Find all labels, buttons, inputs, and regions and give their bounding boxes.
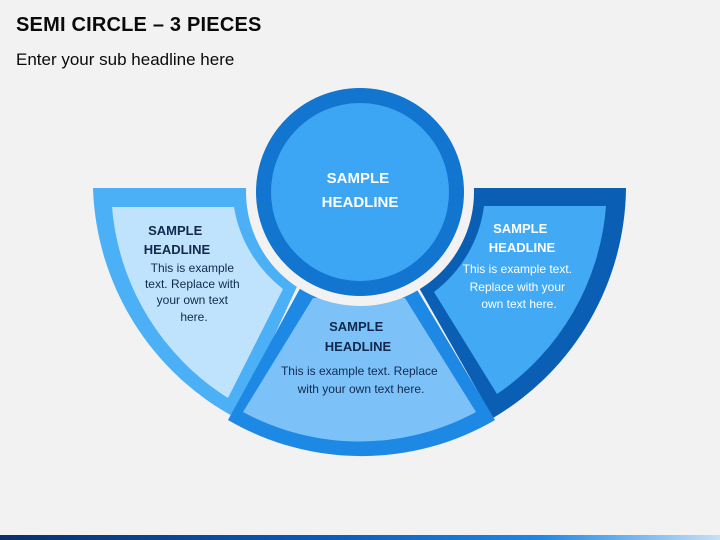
svg-text:SAMPLE HEADLINE: SAMPLE HEADLINE (489, 221, 556, 255)
svg-text:SAMPLE HEADLINE: SAMPLE HEADLINE (325, 319, 392, 354)
slide-subtitle: Enter your sub headline here (16, 50, 235, 69)
slide-title: SEMI CIRCLE – 3 PIECES (16, 14, 262, 36)
left-body-line2: text. Replace with (145, 277, 240, 291)
right-headline-line1: SAMPLE (493, 221, 548, 236)
center-headline-line2: HEADLINE (322, 194, 399, 211)
bottom-accent-bar (0, 535, 720, 540)
center-headline-line1: SAMPLE (327, 170, 390, 187)
middle-headline-line1: SAMPLE (329, 319, 384, 334)
middle-piece-inner (243, 298, 476, 442)
right-body-line1: This is example text. (463, 262, 572, 276)
center-circle: SAMPLE HEADLINE (246, 78, 474, 306)
svg-text:SAMPLE HEADLINE: SAMPLE HEADLINE (322, 170, 399, 211)
left-headline-line2: HEADLINE (144, 242, 211, 257)
right-piece-inner (434, 206, 606, 394)
right-headline-line2: HEADLINE (489, 240, 556, 255)
left-body-line3: your own text (157, 293, 229, 307)
left-body-line4: here. (180, 310, 207, 324)
right-body-line3: own text here. (481, 297, 556, 311)
svg-text:This is example text.: This is example text. Replace with your … (145, 261, 243, 324)
svg-text:This is example text. Replace: This is example text. Replace with your … (281, 364, 441, 396)
middle-body-line2: with your own text here. (297, 382, 425, 396)
svg-text:This is example text.: This is example text. Replace with your … (463, 262, 576, 311)
right-piece: SAMPLE HEADLINE This is example text. Re… (418, 188, 626, 418)
middle-piece: SAMPLE HEADLINE This is example text. Re… (228, 283, 495, 457)
middle-headline-line2: HEADLINE (325, 339, 392, 354)
middle-body-line1: This is example text. Replace (281, 364, 438, 378)
left-headline-line1: SAMPLE (148, 223, 203, 238)
left-piece: SAMPLE HEADLINE This is example text. Re… (93, 188, 300, 418)
svg-text:SAMPLE HEADLINE: SAMPLE HEADLINE (144, 223, 211, 257)
right-body-line2: Replace with your (470, 280, 565, 294)
left-body-line1: This is example (151, 261, 235, 275)
center-circle-inner (271, 103, 449, 281)
left-piece-inner (112, 207, 283, 398)
